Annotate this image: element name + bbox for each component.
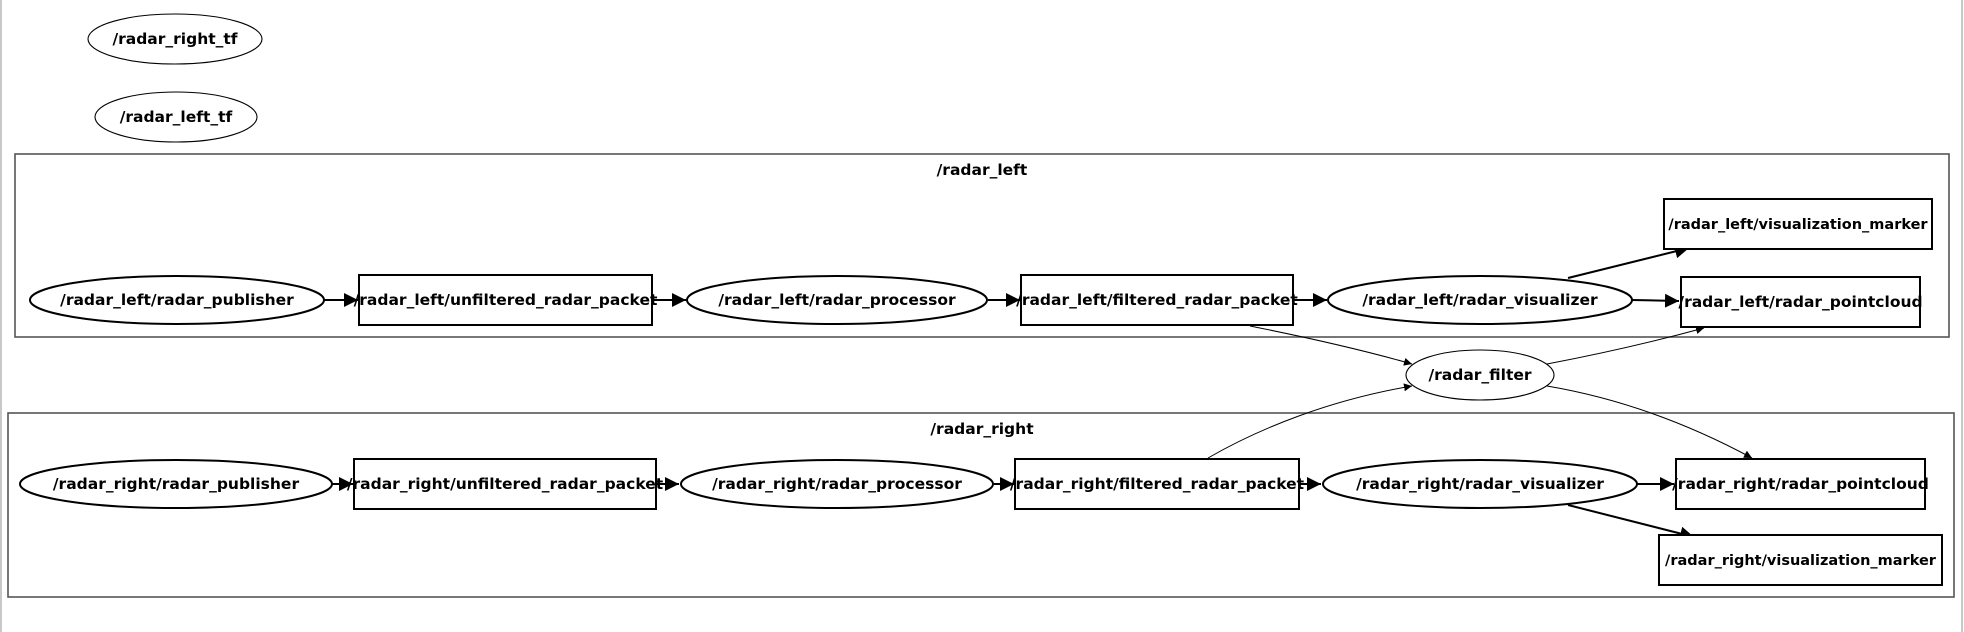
node-label: /radar_right/radar_pointcloud [1672,475,1929,493]
node-left-radar-pointcloud[interactable]: /radar_left/radar_pointcloud [1678,276,1923,328]
edge-left-visualizer-to-marker [1567,244,1690,279]
edge-left-visualizer-to-pointcloud [1631,293,1680,308]
node-label: /radar_right/filtered_radar_packet [1010,475,1305,493]
cluster-label: /radar_right [930,420,1034,438]
node-left-filtered-radar-packet[interactable]: /radar_left/filtered_radar_packet [1016,274,1298,326]
node-left-radar-visualizer[interactable]: /radar_left/radar_visualizer [1327,275,1633,325]
node-label: /radar_right/radar_processor [712,475,962,493]
node-label: /radar_left_tf [120,108,233,126]
node-label: /radar_right/radar_publisher [53,475,300,493]
node-right-radar-visualizer[interactable]: /radar_right/radar_visualizer [1322,459,1638,509]
cluster-label: /radar_left [937,161,1028,179]
edge-radar-filter-to-left-pointcloud [1546,326,1705,365]
node-right-radar-pointcloud[interactable]: /radar_right/radar_pointcloud [1672,458,1929,510]
node-right-unfiltered-radar-packet[interactable]: /radar_right/unfiltered_radar_packet [347,458,664,510]
cluster-radar-left: /radar_left [14,153,1950,338]
node-label: /radar_right/visualization_marker [1665,553,1937,569]
node-left-radar-publisher[interactable]: /radar_left/radar_publisher [29,275,325,325]
node-radar-left-tf[interactable]: /radar_left_tf [94,91,258,143]
edge-right-visualizer-to-marker [1567,504,1695,541]
node-right-visualization-marker[interactable]: /radar_right/visualization_marker [1658,534,1943,586]
edge-right-filtered-to-radar-filter [1207,383,1413,459]
node-right-filtered-radar-packet[interactable]: /radar_right/filtered_radar_packet [1010,458,1305,510]
node-label: /radar_left/radar_processor [718,291,956,309]
node-radar-right-tf[interactable]: /radar_right_tf [87,13,263,65]
node-label: /radar_left/radar_publisher [60,291,294,309]
edge-left-filtered-to-radar-filter [1249,325,1413,366]
node-left-visualization-marker[interactable]: /radar_left/visualization_marker [1663,198,1933,250]
node-label: /radar_filter [1428,366,1531,384]
cluster-radar-right: /radar_right [7,412,1955,598]
node-label: /radar_left/filtered_radar_packet [1016,291,1298,309]
node-right-radar-processor[interactable]: /radar_right/radar_processor [680,459,994,509]
node-left-unfiltered-radar-packet[interactable]: /radar_left/unfiltered_radar_packet [354,274,658,326]
node-label: /radar_left/visualization_marker [1668,217,1928,233]
node-label: /radar_left/radar_visualizer [1362,291,1598,309]
node-left-radar-processor[interactable]: /radar_left/radar_processor [686,275,988,325]
edge-radar-filter-to-right-pointcloud [1546,385,1753,459]
node-label: /radar_left/unfiltered_radar_packet [354,291,658,309]
node-label: /radar_right_tf [112,30,237,48]
node-right-radar-publisher[interactable]: /radar_right/radar_publisher [19,459,333,509]
node-label: /radar_right/radar_visualizer [1356,475,1604,493]
node-label: /radar_left/radar_pointcloud [1678,293,1922,311]
node-radar-filter[interactable]: /radar_filter [1405,349,1555,401]
node-label: /radar_right/unfiltered_radar_packet [347,475,664,493]
